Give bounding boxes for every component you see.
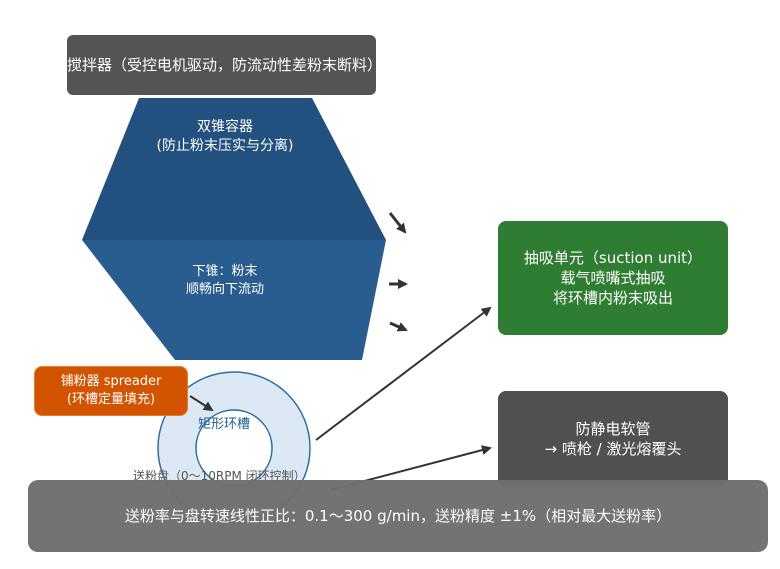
disk-label: 送粉盘（0～10RPM 闭环控制） [133, 469, 306, 483]
lower-cone-line1: 下锥：粉末 [192, 264, 258, 279]
stirrer-box: 搅拌器（受控电机驱动，防流动性差粉末断料） [67, 35, 383, 95]
feed-rate-banner: 送粉率与盘转速线性正比：0.1～300 g/min，送粉精度 ±1%（相对最大送… [28, 480, 768, 552]
hose-line2: → 喷枪 / 激光熔覆头 [544, 440, 682, 458]
spreader-box: 铺粉器 spreader (环槽定量填充) [34, 366, 188, 416]
cone-arrow-3 [389, 321, 408, 332]
antistatic-hose-box: 防静电软管 → 喷枪 / 激光熔覆头 [498, 391, 728, 487]
ring-label: 矩形环槽 [198, 417, 251, 432]
cone-arrow-1 [388, 212, 407, 234]
hose-line1: 防静电软管 [575, 419, 651, 438]
spreader-line1: 铺粉器 spreader [60, 374, 162, 390]
spreader-arrow [189, 395, 214, 412]
upper-cone-line2: (防止粉末压实与分离) [156, 137, 294, 154]
suction-line1: 抽吸单元（suction unit） [523, 248, 703, 267]
lower-cone-label: 下锥：粉末 顺畅向下流动 [140, 263, 310, 298]
upper-cone-label: 双锥容器 (防止粉末压实与分离) [140, 118, 310, 156]
lower-cone [82, 240, 386, 360]
suction-line2: 载气喷嘴式抽吸 [560, 268, 666, 287]
upper-cone [82, 98, 386, 240]
suction-line3: 将环槽内粉末吸出 [552, 289, 673, 308]
suction-unit-box: 抽吸单元（suction unit） 载气喷嘴式抽吸 将环槽内粉末吸出 [498, 221, 728, 335]
upper-cone-line1: 双锥容器 [197, 119, 253, 135]
stirrer-label: 搅拌器（受控电机驱动，防流动性差粉末断料） [67, 55, 383, 74]
lower-cone-line2: 顺畅向下流动 [185, 281, 264, 297]
spreader-line2: (环槽定量填充) [66, 392, 156, 407]
banner-text: 送粉率与盘转速线性正比：0.1～300 g/min，送粉精度 ±1%（相对最大送… [124, 506, 672, 525]
ring-to-suction-arrow [315, 306, 492, 441]
